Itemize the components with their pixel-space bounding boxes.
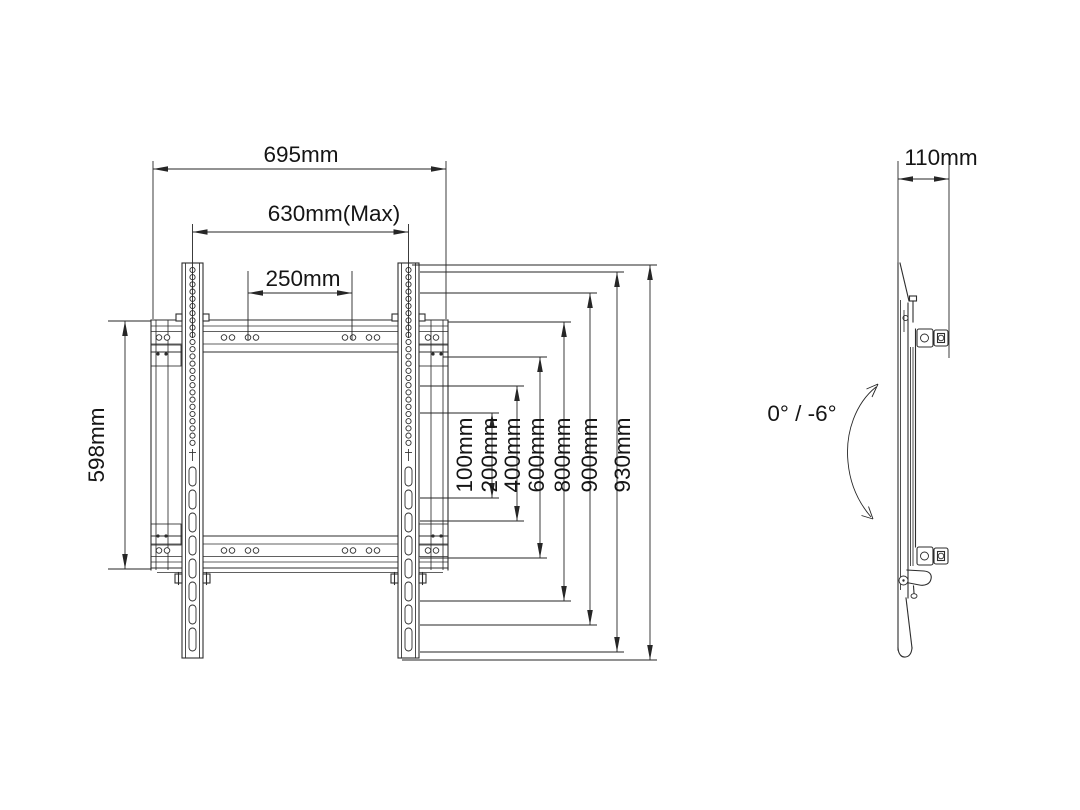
- front-view: 695mm 630mm(Max) 250mm 598mm: [84, 142, 657, 661]
- vesa-dim-600: 600mm: [420, 321, 571, 602]
- side-profile: [897, 262, 949, 658]
- upper-clamp: [916, 328, 949, 348]
- tilt-annotation: 0° / -6°: [767, 383, 879, 520]
- vesa-dim-930: 930mm: [402, 264, 657, 661]
- dim-110-label: 110mm: [904, 145, 977, 170]
- vesa-dim-400-label: 400mm: [500, 417, 525, 492]
- vesa-dim-100-label: 100mm: [452, 417, 477, 492]
- vesa-dim-200: 200mm: [420, 385, 524, 522]
- vesa-dims: 100mm 200mm 400mm 600mm: [402, 264, 657, 661]
- vesa-dim-900-label: 900mm: [577, 417, 602, 492]
- vesa-dim-400: 400mm: [420, 356, 547, 559]
- vesa-dim-800-label: 800mm: [550, 417, 575, 492]
- vesa-dim-930-label: 930mm: [610, 417, 635, 492]
- vesa-dim-800: 800mm: [420, 292, 597, 626]
- dim-630: 630mm(Max): [192, 201, 409, 338]
- dim-695-label: 695mm: [263, 142, 338, 167]
- dim-598: 598mm: [84, 320, 151, 570]
- vesa-dim-900: 900mm: [420, 271, 624, 653]
- tilt-range-label: 0° / -6°: [767, 401, 836, 426]
- dim-598-label: 598mm: [84, 407, 109, 482]
- side-view: 110mm 0° / -6°: [767, 145, 978, 658]
- dim-250: 250mm: [247, 266, 353, 340]
- vesa-dim-600-label: 600mm: [524, 417, 549, 492]
- tilt-arc-arrow: [847, 386, 877, 518]
- dim-250-label: 250mm: [265, 266, 340, 291]
- vesa-dim-200-label: 200mm: [477, 417, 502, 492]
- dim-695: 695mm: [152, 142, 447, 319]
- vesa-dim-100: 100mm: [420, 412, 499, 499]
- lower-clamp: [916, 546, 949, 566]
- dim-630-label: 630mm(Max): [268, 201, 401, 226]
- locking-latch: [898, 569, 932, 599]
- dim-110: 110mm: [897, 145, 978, 358]
